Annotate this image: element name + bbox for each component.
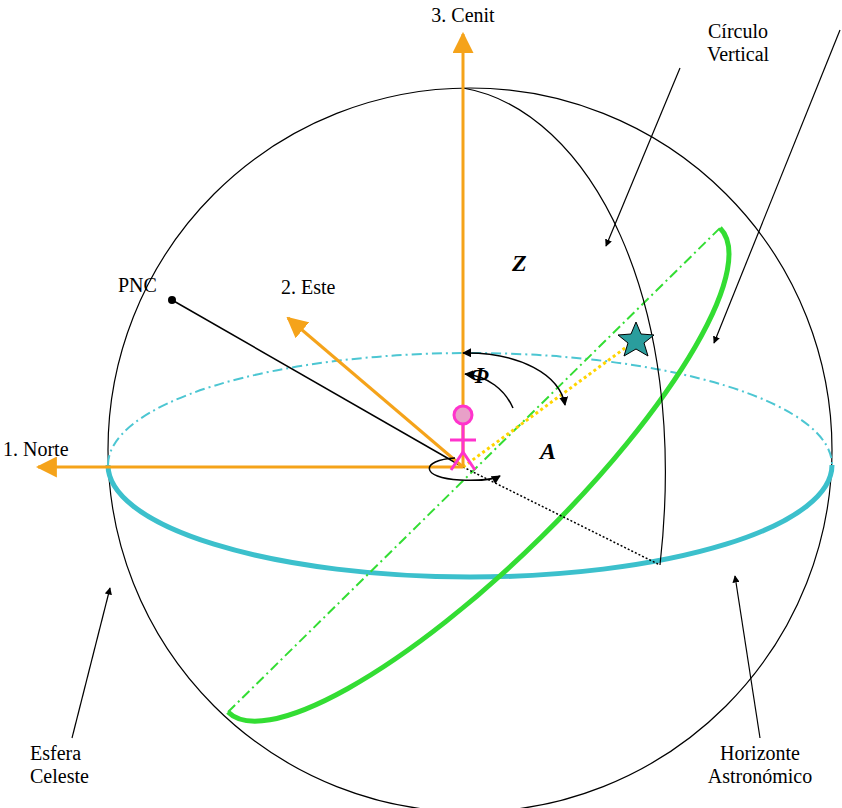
pole-line	[172, 300, 463, 467]
north-axis	[38, 466, 463, 469]
observer	[450, 406, 476, 470]
pole-dot	[168, 296, 176, 304]
pole-label: PNC	[118, 274, 157, 297]
east-axis	[288, 318, 463, 467]
vertical-circle	[463, 88, 665, 565]
horizon-label: Horizonte Astronómico	[695, 742, 825, 788]
leader-sphere	[72, 588, 110, 738]
axis-label: 2. Este	[281, 276, 335, 299]
axis-label: 3. Cenit	[431, 4, 494, 27]
sphere-label: Esfera Celeste	[30, 742, 130, 788]
angle-symbol: Z	[512, 250, 527, 278]
circle-label: Círculo Vertical	[693, 20, 783, 66]
horizon-front	[108, 465, 832, 577]
leader-vertical-circle	[606, 68, 680, 246]
angle-symbol: Φ	[470, 362, 489, 390]
leader-horizon	[735, 576, 760, 738]
equator-axis	[228, 228, 720, 712]
horizon-back	[108, 353, 832, 465]
azimuth-line	[463, 467, 660, 565]
zenith-angle-arc	[463, 353, 565, 405]
axis-label: 1. Norte	[3, 438, 69, 461]
azimuth-arc	[429, 458, 500, 480]
star	[618, 322, 654, 356]
angle-symbol: A	[540, 438, 556, 466]
celestial-sphere-outline	[108, 88, 832, 808]
star-direction	[463, 340, 636, 467]
celestial-equator	[228, 228, 729, 721]
leader-equator	[714, 30, 840, 343]
zenith-axis	[462, 34, 465, 467]
